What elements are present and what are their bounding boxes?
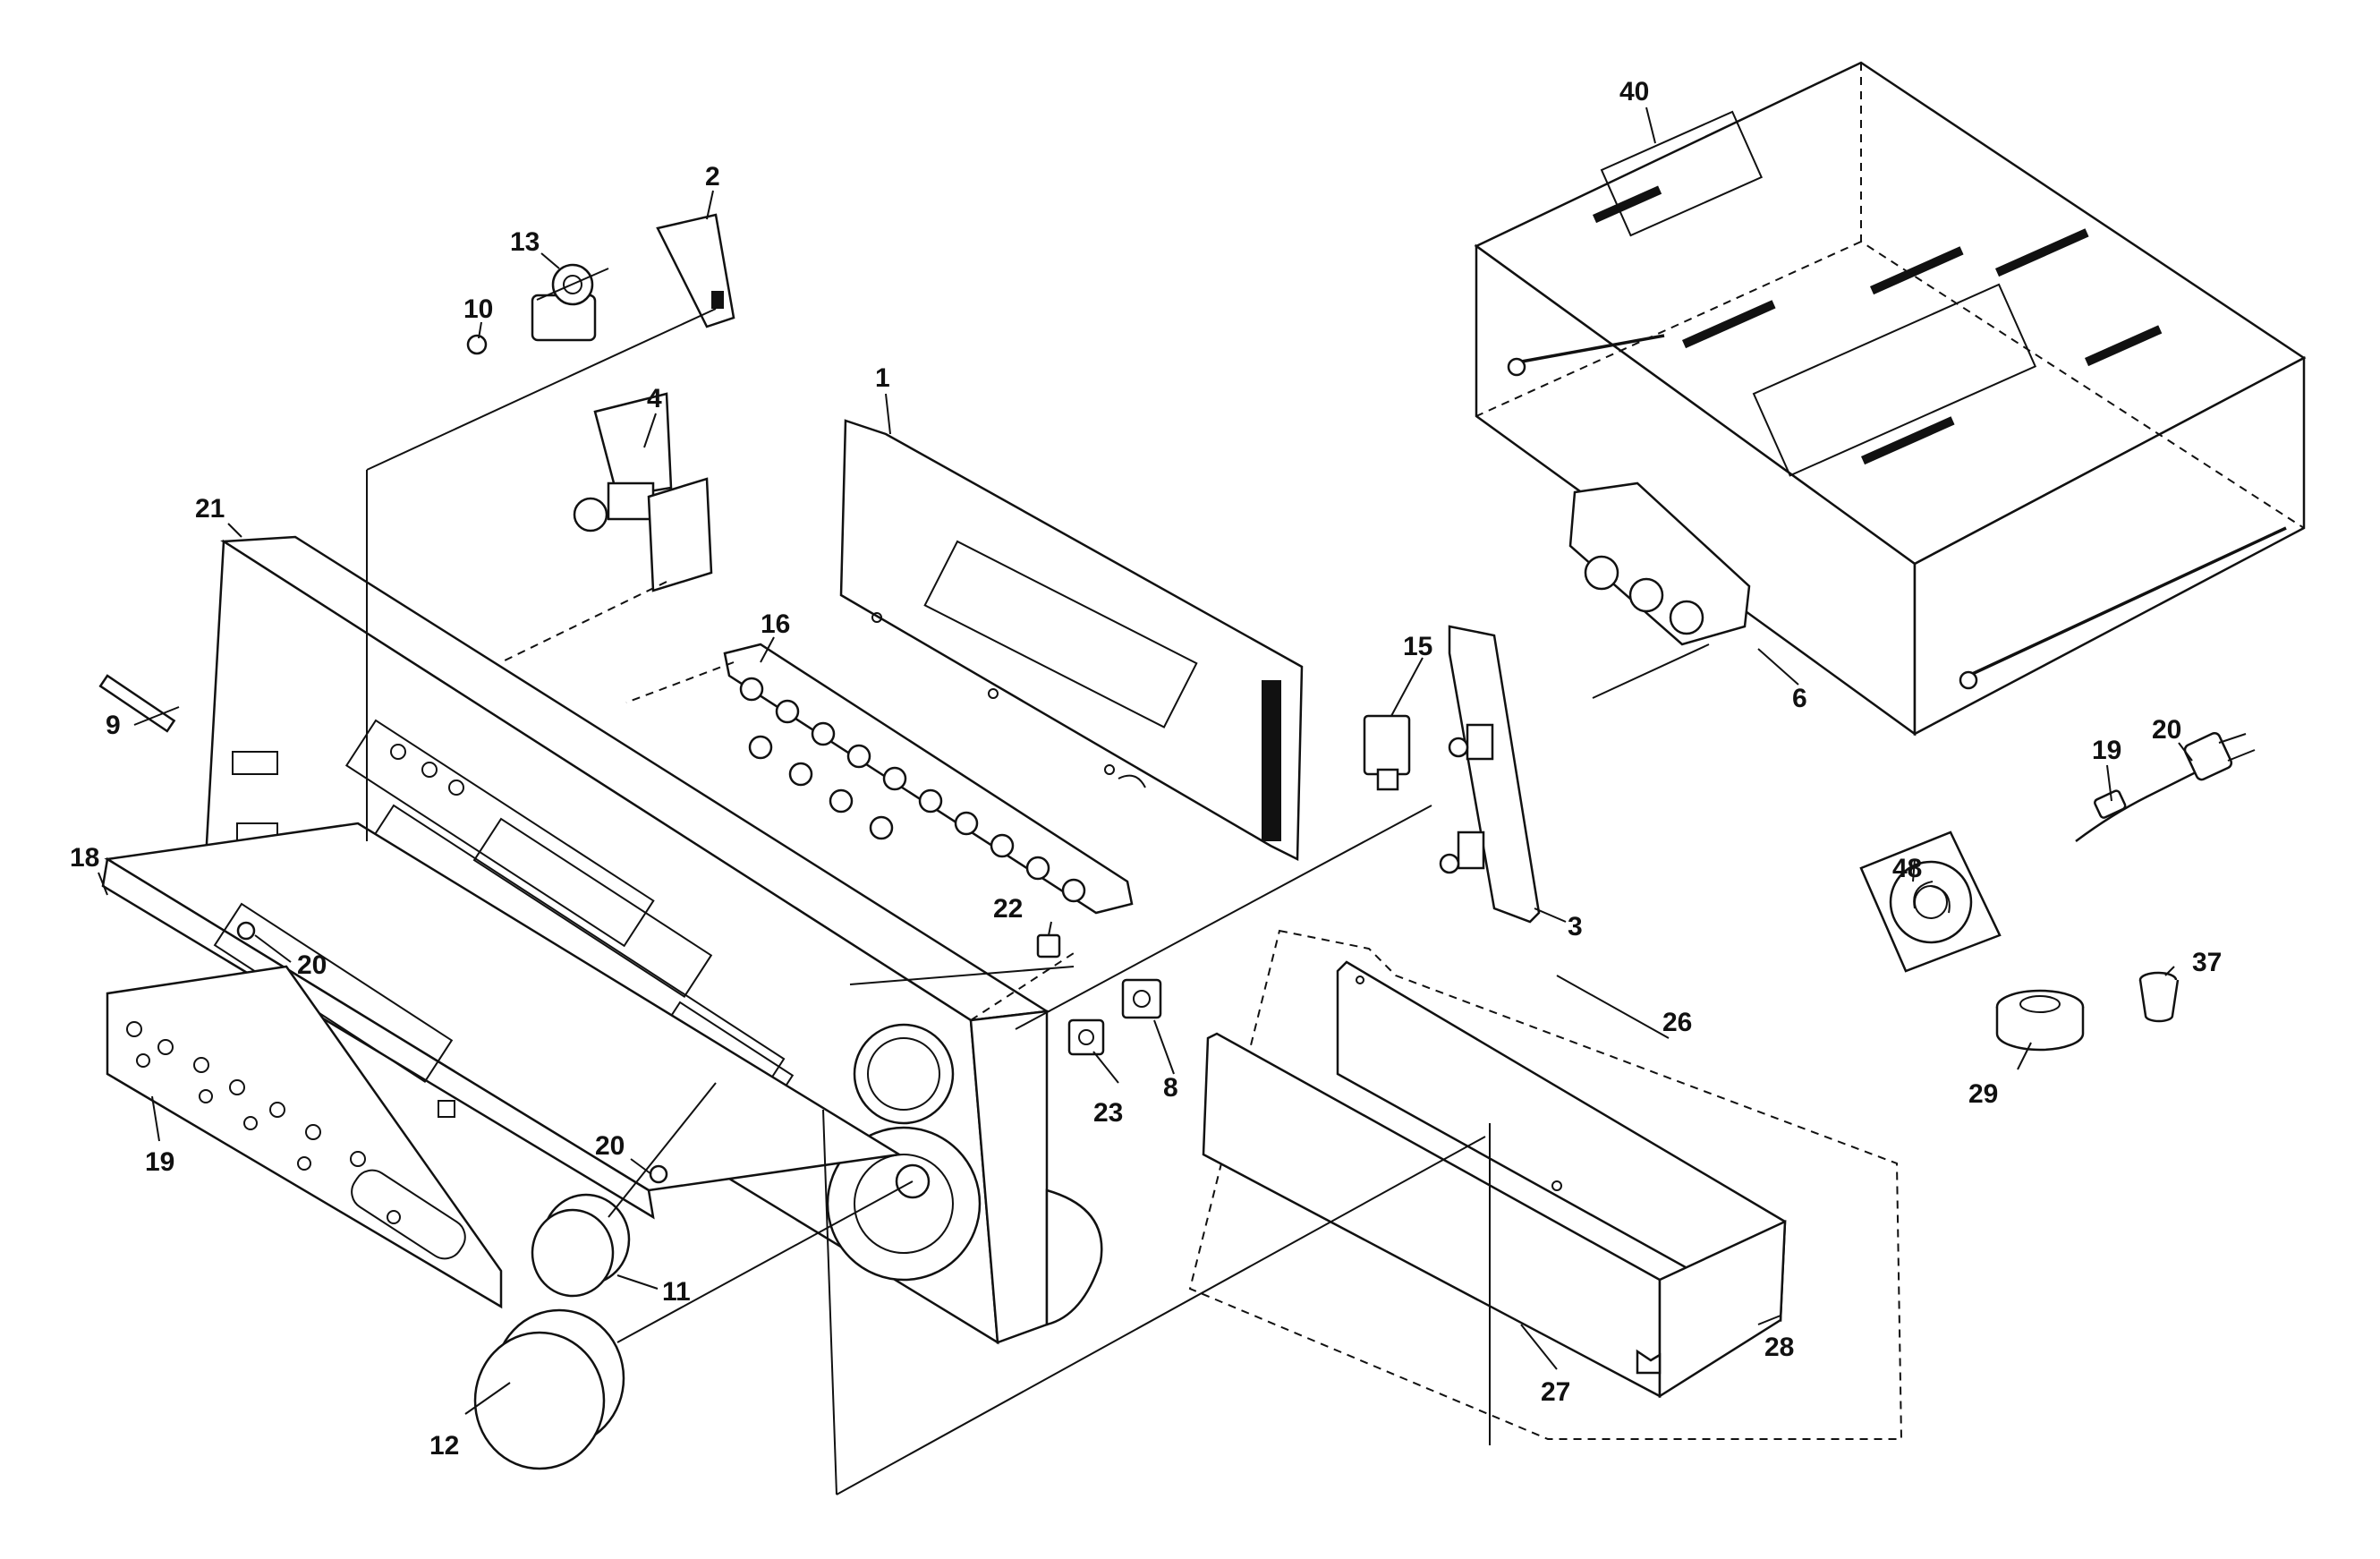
fan-48: [1859, 831, 2002, 973]
pcb-2: [656, 213, 735, 328]
pcb-3: [1439, 625, 1541, 924]
knob-11: [531, 1193, 631, 1298]
label-part-21: 21: [195, 494, 225, 524]
knob-12: [473, 1308, 625, 1470]
label-part-2: 2: [705, 162, 720, 192]
label-part-9: 9: [106, 711, 121, 740]
label-part-16: 16: [761, 609, 790, 639]
pcb-4: [573, 392, 713, 592]
bottom-assembly: [1188, 929, 1903, 1440]
part-10: [466, 334, 488, 355]
label-part-20-mid: 20: [595, 1131, 625, 1161]
part-15: [1363, 714, 1411, 791]
top-cover: [1474, 61, 2307, 737]
label-part-12: 12: [429, 1431, 459, 1461]
label-part-22: 22: [993, 894, 1023, 924]
power-cord: [2075, 731, 2256, 843]
part-13: [531, 263, 597, 342]
label-part-37: 37: [2192, 948, 2222, 977]
switch-strip: [723, 643, 1134, 915]
pcb-6: [1568, 481, 1751, 646]
label-part-48: 48: [1892, 854, 1922, 883]
part-labels: 1 2 3 4 6 8 9 10 11 12 13 15 16 18 19 19…: [70, 77, 2222, 1461]
label-part-15: 15: [1403, 632, 1432, 661]
panel-18: [101, 822, 903, 1220]
label-part-19-panel: 19: [145, 1147, 174, 1177]
part-22: [1036, 933, 1061, 958]
part-8: [1121, 978, 1162, 1019]
callout-leaders: [98, 106, 2193, 1415]
label-part-20-left: 20: [297, 950, 327, 980]
label-part-28: 28: [1764, 1333, 1794, 1362]
assembly-lines: [366, 268, 1710, 1495]
foot-29: [1995, 989, 2085, 1052]
label-part-13: 13: [510, 227, 540, 257]
label-part-11: 11: [662, 1277, 691, 1307]
label-part-4: 4: [647, 384, 662, 413]
button-20-left: [236, 921, 256, 941]
label-part-6: 6: [1792, 684, 1807, 713]
part-23: [1067, 1018, 1105, 1056]
foot-37: [2138, 971, 2180, 1023]
label-part-26: 26: [1662, 1008, 1692, 1037]
panel-19: [106, 965, 503, 1309]
label-part-20-cord: 20: [2152, 715, 2181, 745]
label-part-18: 18: [70, 843, 99, 873]
label-part-23: 23: [1093, 1098, 1123, 1128]
label-part-10: 10: [463, 294, 493, 324]
label-part-29: 29: [1968, 1079, 1998, 1109]
label-part-8: 8: [1163, 1073, 1178, 1103]
button-20-mid: [649, 1164, 668, 1184]
label-part-1: 1: [875, 363, 890, 393]
label-part-40: 40: [1619, 77, 1649, 106]
pcb-main: [839, 419, 1304, 861]
label-part-19-cord: 19: [2092, 736, 2121, 765]
label-part-3: 3: [1568, 912, 1583, 941]
label-part-27: 27: [1541, 1377, 1570, 1407]
